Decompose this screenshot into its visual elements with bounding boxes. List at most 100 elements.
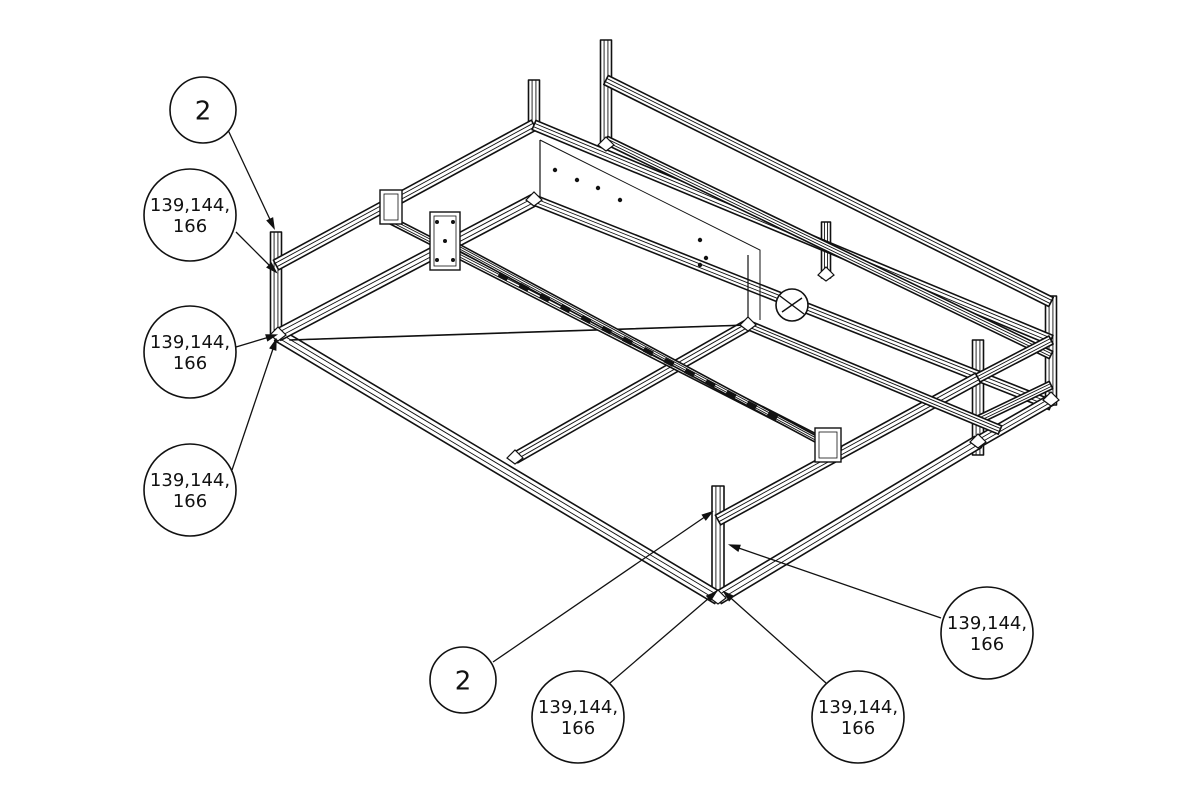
- callout-balloon: 2: [169, 76, 237, 144]
- panel-hole: [697, 262, 703, 268]
- beam-front-right: [713, 435, 983, 605]
- rail-top-back-2: [603, 135, 1054, 360]
- cable-chain-link: [704, 379, 716, 389]
- balloon-circle: [143, 443, 237, 537]
- balloon-label: 139,144,: [818, 697, 898, 718]
- balloon-circle: [143, 305, 237, 399]
- balloon-circle: [531, 670, 625, 764]
- balloon-label: 139,144,: [150, 470, 230, 491]
- leader-arrowhead: [266, 262, 278, 274]
- corner-gusset: [1042, 391, 1060, 407]
- cable-chain-link: [559, 304, 571, 314]
- corner-gusset: [269, 326, 287, 342]
- balloon-circle: [940, 586, 1034, 680]
- cable-chain-link: [725, 389, 737, 399]
- corner-gusset: [506, 449, 524, 465]
- cable-chain-link: [684, 368, 696, 378]
- leader-arrowhead: [266, 217, 275, 230]
- panel-edge: [539, 140, 749, 320]
- cable-chain-link: [539, 293, 551, 303]
- balloon-label: 166: [561, 718, 595, 739]
- balloon-label: 139,144,: [150, 195, 230, 216]
- leader-lines: [227, 129, 942, 684]
- balloon-label: 139,144,: [538, 697, 618, 718]
- panel-hole: [595, 185, 601, 191]
- plate-bolt: [443, 239, 447, 243]
- panel-hole: [574, 177, 580, 183]
- cable-chain-link: [642, 347, 654, 357]
- plate-bolt: [451, 258, 455, 262]
- balloon-label: 139,144,: [150, 332, 230, 353]
- leader-arrowhead: [265, 334, 279, 342]
- leader-arrowhead: [727, 544, 741, 552]
- panel-hole: [552, 167, 558, 173]
- rail-upper-front: [714, 372, 982, 526]
- balloon-label: 166: [841, 718, 875, 739]
- leader-arrowhead: [722, 590, 735, 602]
- balloon-label: 166: [970, 634, 1004, 655]
- corner-gusset: [969, 433, 987, 449]
- rail-upper-right: [975, 335, 1054, 383]
- balloon-label: 166: [173, 216, 207, 237]
- balloon-label: 139,144,: [947, 613, 1027, 634]
- callout-balloon: 139,144,166: [143, 443, 237, 537]
- plate-bolt: [435, 220, 439, 224]
- callout-balloon: 139,144,166: [143, 168, 237, 262]
- post-front-bottom: [711, 485, 725, 599]
- fan-blade: [779, 295, 805, 315]
- corner-gusset: [817, 266, 835, 282]
- leader-line: [729, 544, 942, 619]
- callout-balloon: 139,144,166: [531, 670, 625, 764]
- callout-balloon: 2: [429, 646, 497, 714]
- callout-balloon: 139,144,166: [940, 586, 1034, 680]
- plate-bolt: [451, 220, 455, 224]
- corner-gusset: [739, 316, 757, 332]
- post-back-top: [599, 39, 613, 146]
- panel-hole: [617, 197, 623, 203]
- leader-arrowhead: [705, 590, 718, 602]
- balloon-label: 2: [455, 666, 472, 696]
- leader-line: [609, 591, 717, 684]
- cable-chain-link: [580, 314, 592, 324]
- cable-chain-link: [766, 411, 779, 421]
- callout-balloons: 2139,144,166139,144,166139,144,1662139,1…: [143, 76, 1034, 764]
- leader-line: [492, 511, 713, 663]
- leader-arrowhead: [701, 510, 714, 521]
- balloon-circle: [169, 76, 237, 144]
- panel-hole: [697, 237, 703, 243]
- aluminum-frame: [269, 39, 1058, 605]
- corner-gusset: [525, 191, 543, 207]
- rail-upper-left: [272, 119, 538, 271]
- cable-chain-link: [518, 282, 530, 292]
- leader-line: [231, 339, 277, 471]
- balloon-circle: [429, 646, 497, 714]
- beam-front-left: [273, 328, 723, 605]
- cross-center-back: [289, 324, 749, 341]
- post-front-left: [269, 231, 283, 336]
- leader-line: [227, 129, 275, 229]
- cable-chain-link: [601, 325, 613, 335]
- side-panel: [539, 139, 761, 320]
- leader-arrowhead: [269, 337, 277, 351]
- panel-hole: [703, 255, 709, 261]
- rail-top-back: [602, 74, 1055, 308]
- cable-chain-link: [497, 272, 509, 282]
- leader-line: [723, 591, 827, 684]
- cross-gantry: [442, 236, 843, 456]
- callout-balloon: 139,144,166: [143, 305, 237, 399]
- stepper-motor-right: [814, 427, 842, 463]
- balloon-circle: [811, 670, 905, 764]
- frame-details: [269, 136, 1060, 605]
- cable-chain-link: [746, 400, 758, 410]
- balloon-circle: [143, 168, 237, 262]
- corner-gusset: [597, 136, 615, 152]
- cable-chain-link: [663, 357, 675, 367]
- balloon-label: 2: [195, 96, 212, 126]
- stepper-motor-left: [379, 189, 403, 225]
- cable-chain-link: [621, 336, 634, 346]
- balloon-label: 166: [173, 353, 207, 374]
- callout-balloon: 139,144,166: [811, 670, 905, 764]
- balloon-label: 166: [173, 491, 207, 512]
